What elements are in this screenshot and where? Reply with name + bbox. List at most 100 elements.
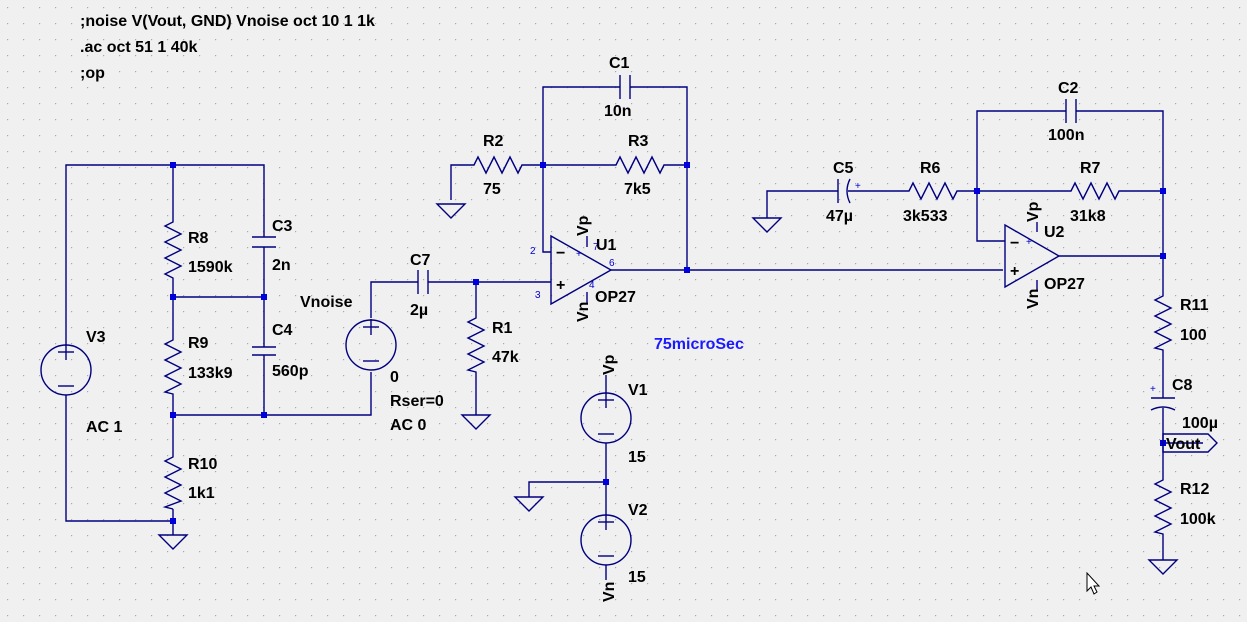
resistor-icon[interactable]	[162, 447, 183, 510]
u1-name: U1	[596, 237, 617, 254]
resistor-r7[interactable]: R7 31k8	[1061, 160, 1122, 225]
wire-c5-gnd[interactable]	[766, 190, 838, 218]
directive-op[interactable]: ;op	[80, 65, 105, 82]
r11-value: 100	[1180, 327, 1207, 344]
u1-model: OP27	[595, 289, 636, 306]
r6-name: R6	[920, 160, 941, 177]
wire-c2-left[interactable]	[976, 110, 1066, 191]
wire-top-c3[interactable]	[173, 164, 265, 237]
resistor-icon[interactable]	[465, 308, 486, 374]
wire-supply-gnd[interactable]	[528, 481, 606, 497]
directive-ac[interactable]: .ac oct 51 1 40k	[80, 39, 198, 56]
c5-polarity-plus: +	[855, 181, 861, 192]
source-v1[interactable]: V1 15 Vp	[580, 354, 648, 466]
wire-r2-gnd[interactable]	[450, 164, 464, 200]
r7-value: 31k8	[1070, 208, 1106, 225]
v3-value: AC 1	[86, 419, 123, 436]
r6-value: 3k533	[903, 208, 948, 225]
source-v3[interactable]: V3 AC 1	[40, 329, 123, 436]
junction-dot	[170, 294, 176, 300]
vout-label: Vout	[1166, 436, 1201, 453]
resistor-icon[interactable]	[464, 155, 525, 175]
junction-dot	[170, 162, 176, 168]
opamp-u2[interactable]: − + + U2 OP27 Vp Vn	[1004, 201, 1085, 309]
junction-dot	[473, 279, 479, 285]
resistor-icon[interactable]	[162, 330, 183, 396]
resistor-r9[interactable]: R9 133k9	[162, 330, 233, 396]
vnoise-ac: AC 0	[390, 417, 427, 434]
junction-dot	[974, 188, 980, 194]
opamp-u1[interactable]: − + + 2 3 6 7 4 U1 OP27 Vp Vn	[530, 215, 636, 322]
r12-value: 100k	[1180, 511, 1216, 528]
u1-vp-plus: +	[576, 249, 582, 260]
capacitor-c4[interactable]: C4 560p	[252, 322, 309, 380]
junction-dot	[603, 479, 609, 485]
comment-note[interactable]: 75microSec	[654, 336, 744, 353]
grounds	[157, 203, 1179, 575]
r3-name: R3	[628, 133, 649, 150]
resistor-icon[interactable]	[606, 155, 668, 175]
arrow-cursor-icon	[1086, 571, 1101, 595]
c2-value: 100n	[1048, 127, 1084, 144]
capacitor-c8[interactable]: + C8 100µ	[1150, 377, 1218, 432]
vnoise-name: Vnoise	[300, 294, 353, 311]
junction-dot	[261, 412, 267, 418]
u1-pin-vp: 7	[593, 242, 599, 253]
resistor-r3[interactable]: R3 7k5	[606, 133, 668, 198]
r10-value: 1k1	[188, 485, 215, 502]
directive-noise[interactable]: ;noise V(Vout, GND) Vnoise oct 10 1 1k	[80, 13, 375, 30]
u1-pin-vn: 4	[589, 280, 595, 291]
wire-c1-left[interactable]	[542, 86, 620, 165]
r8-value: 1590k	[188, 259, 233, 276]
vnoise-value: 0	[390, 369, 399, 386]
resistor-r10[interactable]: R10 1k1	[162, 447, 217, 510]
c3-name: C3	[272, 218, 293, 235]
c1-name: C1	[609, 55, 630, 72]
wire-bottom-node[interactable]	[173, 372, 372, 416]
v3-name: V3	[86, 329, 106, 346]
net-label-vout[interactable]: Vout	[1162, 433, 1218, 453]
resistor-icon[interactable]	[1152, 470, 1173, 536]
c8-name: C8	[1172, 377, 1193, 394]
wire-u1-inv[interactable]	[542, 165, 551, 253]
resistor-r8[interactable]: R8 1590k	[163, 212, 233, 283]
c5-value: 47µ	[826, 208, 853, 225]
wire-v3-top[interactable]	[65, 164, 173, 345]
resistor-r6[interactable]: R6 3k533	[899, 160, 960, 225]
r9-value: 133k9	[188, 365, 233, 382]
capacitor-c2[interactable]: C2 100n	[1048, 80, 1084, 144]
capacitor-c5[interactable]: + C5 47µ	[826, 160, 861, 225]
wire-c2-right[interactable]	[1076, 110, 1164, 286]
vnoise-rser: Rser=0	[390, 393, 444, 410]
junction-dot	[684, 162, 690, 168]
resistor-r12[interactable]: R12 100k	[1152, 470, 1216, 536]
source-v2[interactable]: V2 15 Vn	[580, 502, 648, 602]
wire-vnoise-c7[interactable]	[370, 281, 418, 318]
u2-vp-plus: +	[1026, 237, 1032, 248]
c8-polarity-plus: +	[1150, 384, 1156, 395]
resistor-r1[interactable]: R1 47k	[465, 308, 519, 374]
resistor-icon[interactable]	[163, 212, 183, 283]
resistor-r2[interactable]: R2 75	[464, 133, 525, 198]
r8-name: R8	[188, 230, 209, 247]
capacitor-c1[interactable]: C1 10n	[604, 55, 632, 120]
capacitor-c3[interactable]: C3 2n	[252, 218, 293, 274]
resistor-icon[interactable]	[899, 181, 960, 201]
opamp-icon[interactable]	[1004, 223, 1061, 289]
u1-pin-out: 6	[609, 258, 615, 269]
c8-value: 100µ	[1182, 415, 1218, 432]
junction-dot	[1160, 253, 1166, 259]
resistor-icon[interactable]	[1152, 286, 1173, 352]
wire-u2-inv[interactable]	[976, 191, 1005, 242]
output-port-icon[interactable]	[1162, 433, 1218, 453]
opamp-icon[interactable]	[550, 234, 613, 306]
capacitor-c7[interactable]: C7 2µ	[410, 252, 431, 319]
resistor-icon[interactable]	[1061, 181, 1122, 201]
wire-c1-right[interactable]	[630, 86, 688, 270]
resistor-r11[interactable]: R11 100	[1152, 286, 1209, 352]
source-vnoise[interactable]: Vnoise 0 Rser=0 AC 0	[300, 294, 444, 434]
spice-directives[interactable]: ;noise V(Vout, GND) Vnoise oct 10 1 1k .…	[80, 13, 375, 82]
wire-v3-bottom[interactable]	[65, 395, 173, 522]
